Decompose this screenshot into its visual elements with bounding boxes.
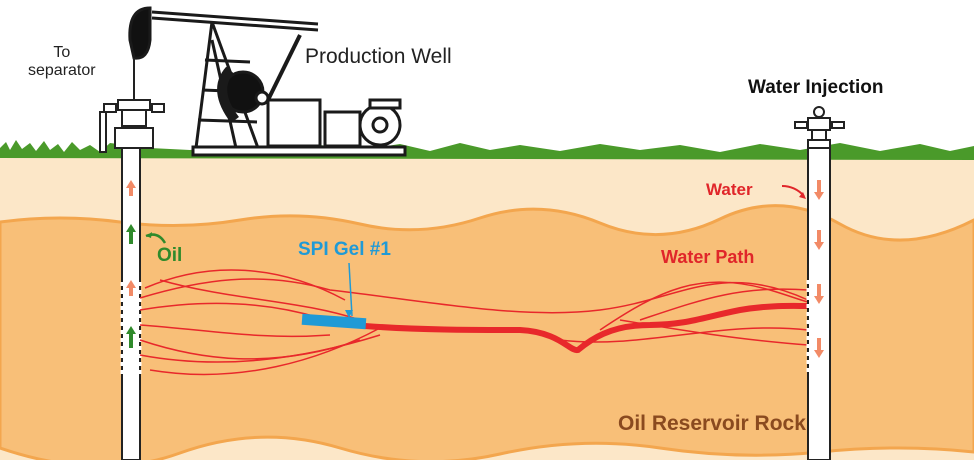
production-wellhead	[99, 58, 165, 153]
injection-down-arrows	[814, 180, 824, 358]
production-well-pipe	[121, 147, 141, 460]
to-separator-line2: separator	[28, 61, 96, 79]
production-well-label: Production Well	[305, 45, 452, 68]
pumpjack	[128, 6, 407, 157]
water-injection-label: Water Injection	[748, 77, 884, 98]
gel-pointer	[348, 262, 353, 317]
spi-gel-label: SPI Gel #1	[298, 239, 391, 260]
water-path-label: Water Path	[661, 247, 755, 267]
oil-label: Oil	[157, 245, 183, 266]
water-path-main	[364, 302, 809, 354]
to-separator-line1: To	[53, 44, 71, 61]
reservoir-rock-label: Oil Reservoir Rock	[618, 412, 806, 435]
to-separator-label: To separator	[28, 44, 96, 79]
production-up-arrows	[126, 180, 136, 348]
injection-wellhead	[794, 106, 845, 149]
water-label: Water	[706, 180, 753, 199]
spi-gel-plug	[301, 313, 367, 330]
